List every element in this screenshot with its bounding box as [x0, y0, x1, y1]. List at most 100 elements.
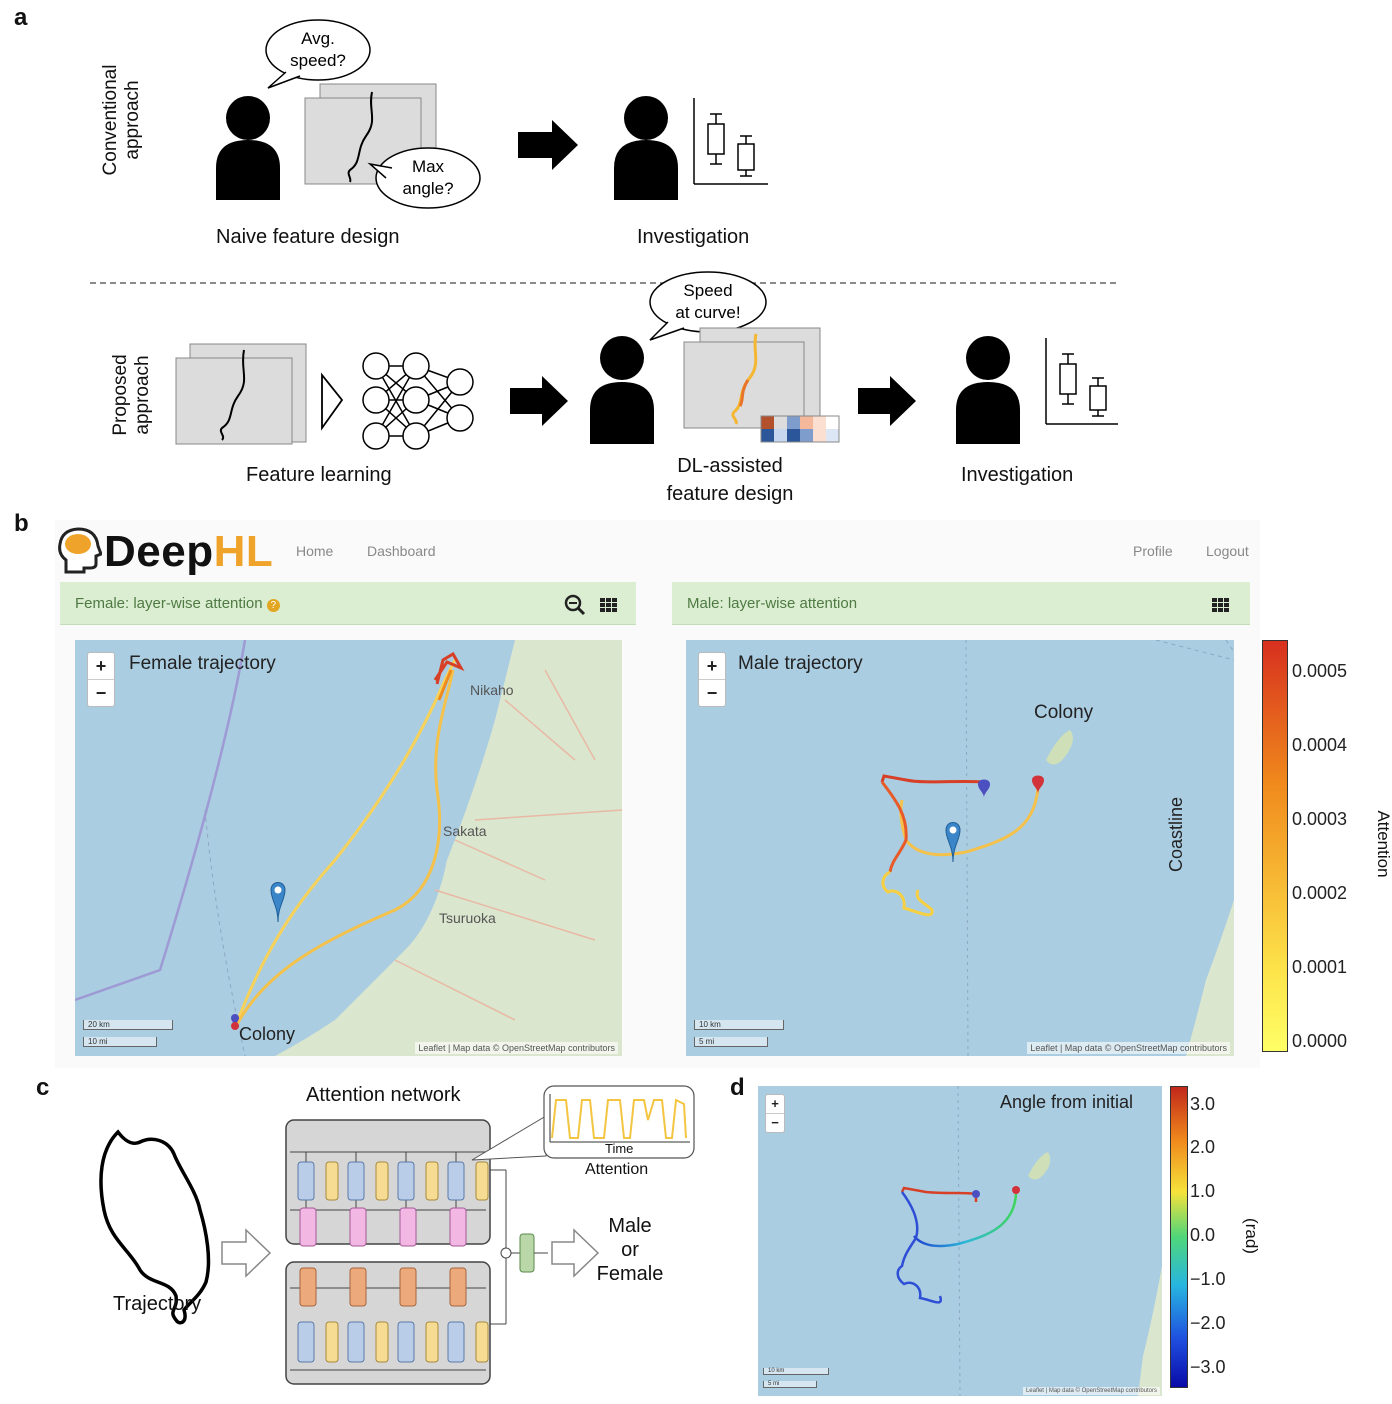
nav-home-link[interactable]: Home: [296, 543, 334, 559]
dl-assisted-caption: DL-assisted feature design: [630, 452, 830, 508]
yellow-cell: [325, 1321, 339, 1363]
brain-head-icon: [58, 527, 102, 574]
island-shape: [1046, 730, 1073, 765]
angle-unit-label: (rad): [1242, 1218, 1261, 1254]
map-attribution[interactable]: Leaflet | Map data © OpenStreetMap contr…: [1022, 1387, 1160, 1395]
bubble-speed-line1: Speed: [683, 281, 732, 300]
scale-km: 20 km: [83, 1020, 173, 1030]
output-male: Male: [608, 1215, 652, 1237]
arrow-icon: [510, 376, 568, 426]
output-female: Female: [596, 1263, 664, 1285]
zoom-out-button[interactable]: −: [699, 679, 725, 706]
location-pin-icon: [270, 882, 286, 923]
arrow-icon: [518, 120, 578, 170]
trajectory-images-stack: [175, 343, 307, 445]
bubble-max-line1: Max: [412, 157, 445, 176]
blue-cell: [447, 1321, 465, 1363]
speech-bubble-avg-speed: [265, 19, 371, 89]
dl-caption-line2: feature design: [666, 483, 794, 505]
end-marker-icon: [231, 1022, 239, 1030]
hollow-arrow-icon: [221, 1228, 272, 1278]
app-logo[interactable]: DeepHL: [104, 527, 273, 577]
person-icon: [956, 336, 1020, 444]
panel-c-letter: c: [36, 1074, 50, 1101]
speech-bubble-speed-at-curve: [649, 271, 767, 341]
attention-timeseries: [551, 1098, 687, 1139]
zoom-in-button[interactable]: +: [771, 1096, 779, 1111]
grid-icon[interactable]: [600, 598, 618, 612]
panel-b-letter: b: [14, 510, 29, 537]
map-attribution[interactable]: Leaflet | Map data © OpenStreetMap contr…: [1027, 1042, 1230, 1054]
transform-triangle-icon: [321, 372, 344, 431]
scale-mi: 5 mi: [763, 1381, 817, 1388]
speech-bubble-max-angle: [367, 147, 481, 209]
male-map-title: Male trajectory: [738, 653, 863, 674]
male-map-drawing: [880, 640, 1234, 1056]
land-area: [1186, 900, 1234, 1056]
place-coastline: Coastline: [1166, 796, 1186, 872]
panel-d-letter: d: [730, 1074, 745, 1101]
bubble-avg-line1: Avg.: [301, 29, 335, 48]
zoom-out-button[interactable]: −: [88, 679, 114, 706]
feature-learning-caption: Feature learning: [246, 464, 392, 486]
angle-tick: 2.0: [1190, 1137, 1216, 1157]
orange-cell: [399, 1267, 417, 1307]
network-cells: [290, 1151, 489, 1371]
blue-cell: [347, 1161, 365, 1201]
grid-icon[interactable]: [1212, 598, 1230, 612]
trajectory-label: Trajectory: [113, 1293, 202, 1315]
zoom-out-button[interactable]: −: [766, 1113, 784, 1132]
neural-network-icon: [362, 352, 474, 450]
male-panel-header: Male: layer-wise attention: [672, 582, 1250, 625]
attention-tick: 0.0001: [1292, 957, 1348, 977]
yellow-cell: [475, 1321, 489, 1363]
proposed-label-line2: approach: [132, 355, 153, 435]
male-zoom-control: + −: [698, 652, 726, 707]
attention-images-stack: [683, 327, 840, 443]
naive-feature-design-caption: Naive feature design: [216, 226, 400, 248]
scale-km: 10 km: [763, 1368, 829, 1375]
arrow-icon: [858, 376, 916, 426]
attention-tick: 0.0005: [1292, 661, 1348, 681]
help-icon[interactable]: ?: [266, 599, 280, 612]
female-zoom-control: + −: [87, 652, 115, 707]
pink-cell: [349, 1207, 367, 1247]
nav-profile-link[interactable]: Profile: [1133, 543, 1173, 559]
zoom-in-button[interactable]: +: [706, 656, 718, 676]
male-trajectory-map[interactable]: + − Male trajectory Colony Coastline 10 …: [686, 640, 1234, 1056]
attention-axis-label: Attention: [1374, 810, 1392, 878]
island-shape: [1028, 1152, 1051, 1180]
angle-tick: 0.0: [1190, 1225, 1216, 1245]
pink-cell: [299, 1207, 317, 1247]
start-marker-icon: [972, 1190, 980, 1198]
attention-tick: 0.0003: [1292, 809, 1348, 829]
angle-tick: −1.0: [1190, 1269, 1226, 1289]
place-colony: Colony: [1034, 702, 1094, 723]
female-trajectory-map[interactable]: + − Female trajectory Nikaho Sakata Tsur…: [75, 640, 622, 1056]
yellow-cell: [375, 1321, 389, 1363]
female-panel-title: Female: layer-wise attention ?: [75, 595, 280, 612]
proposed-approach-label: Proposed approach: [110, 335, 154, 455]
hollow-arrow-icon: [551, 1228, 600, 1278]
bubble-speed-line2: at curve!: [675, 303, 740, 322]
blue-cell: [447, 1161, 465, 1201]
orange-cell: [349, 1267, 367, 1307]
pink-cell: [449, 1207, 467, 1247]
female-panel-header: Female: layer-wise attention ?: [60, 582, 636, 625]
location-pin-icon: [945, 822, 961, 863]
attention-tick: 0.0004: [1292, 735, 1348, 755]
nav-logout-link[interactable]: Logout: [1206, 543, 1249, 559]
angle-map[interactable]: + − Angle from initial 10 km 5 mi Leafle…: [758, 1086, 1162, 1396]
nav-dashboard-link[interactable]: Dashboard: [367, 543, 436, 559]
output-label: Male or Female: [592, 1214, 668, 1286]
attention-tick: 0.0000: [1292, 1031, 1348, 1051]
boxplot-icon: [1045, 338, 1118, 425]
yellow-cell: [425, 1161, 439, 1201]
output-or: or: [621, 1239, 639, 1261]
blue-cell: [297, 1321, 315, 1363]
zoom-search-icon[interactable]: [564, 594, 586, 616]
map-attribution[interactable]: Leaflet | Map data © OpenStreetMap contr…: [415, 1042, 618, 1054]
zoom-in-button[interactable]: +: [95, 656, 107, 676]
attention-network-title: Attention network: [306, 1084, 461, 1106]
panel-a-letter: a: [14, 4, 28, 31]
